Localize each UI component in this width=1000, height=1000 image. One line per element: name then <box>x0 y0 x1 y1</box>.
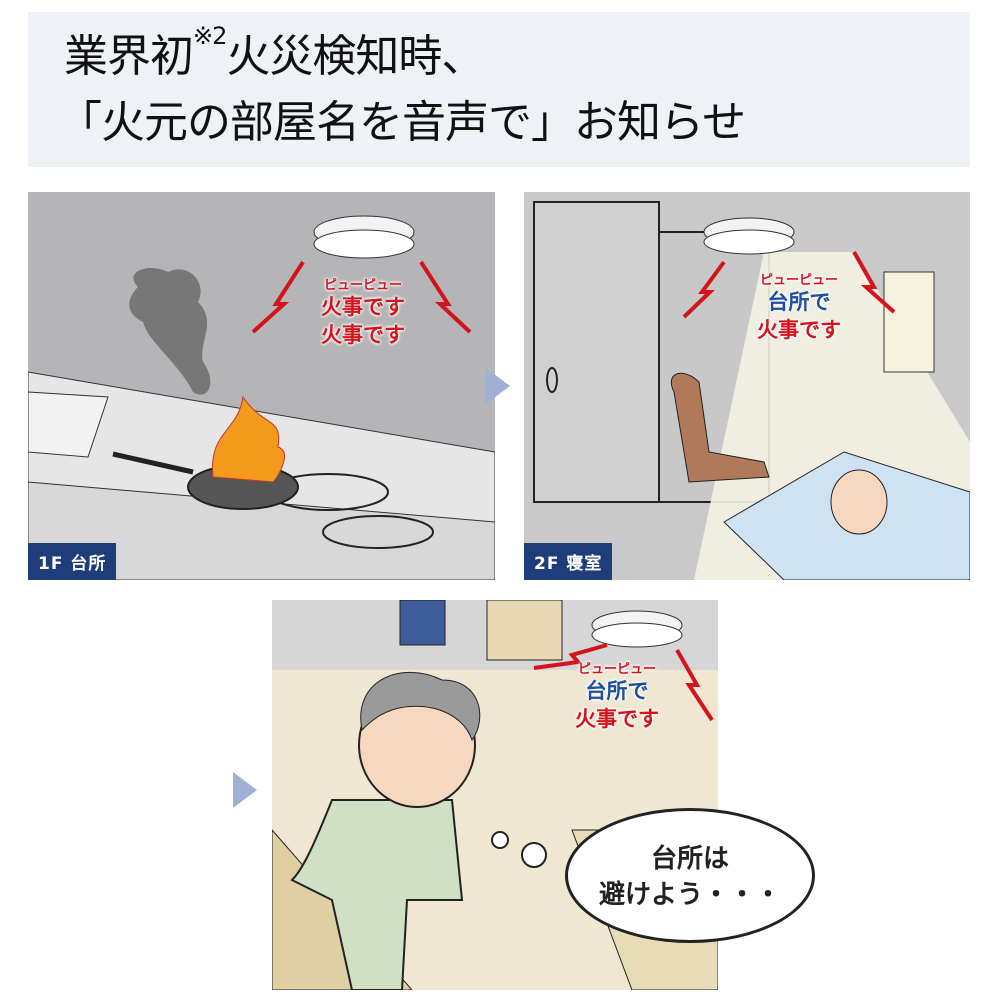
alarm-voice-text: ピューピュー 台所で 火事です <box>575 662 659 731</box>
thought-line-2: 避けよう・・・ <box>598 880 781 910</box>
thought-bubble: 台所は 避けよう・・・ <box>565 808 815 943</box>
room-label-1f-kitchen: 1F 台所 <box>28 543 117 580</box>
arrow-right-icon <box>233 772 257 808</box>
headline-line-2: 「火元の部屋名を音声で」お知らせ <box>58 97 746 148</box>
alarm-voice-text: ピューピュー 台所で 火事です <box>757 273 841 342</box>
bedroom-illustration <box>533 201 970 580</box>
kitchen-scene: ピューピュー 火事です 火事です 1F 台所 <box>28 192 495 580</box>
kitchen-illustration <box>28 215 495 580</box>
bedroom-scene: ピューピュー 台所で 火事です 2F 寝室 <box>524 192 970 580</box>
room-label-2f-bedroom: 2F 寝室 <box>524 543 613 580</box>
headline-box <box>28 12 970 167</box>
headline-line-1: 業界初※2火災検知時、 <box>64 22 485 82</box>
alarm-voice-text: ピューピュー 火事です 火事です <box>321 278 405 347</box>
arrow-right-icon <box>486 368 510 404</box>
thought-line-1: 台所は <box>650 844 729 874</box>
